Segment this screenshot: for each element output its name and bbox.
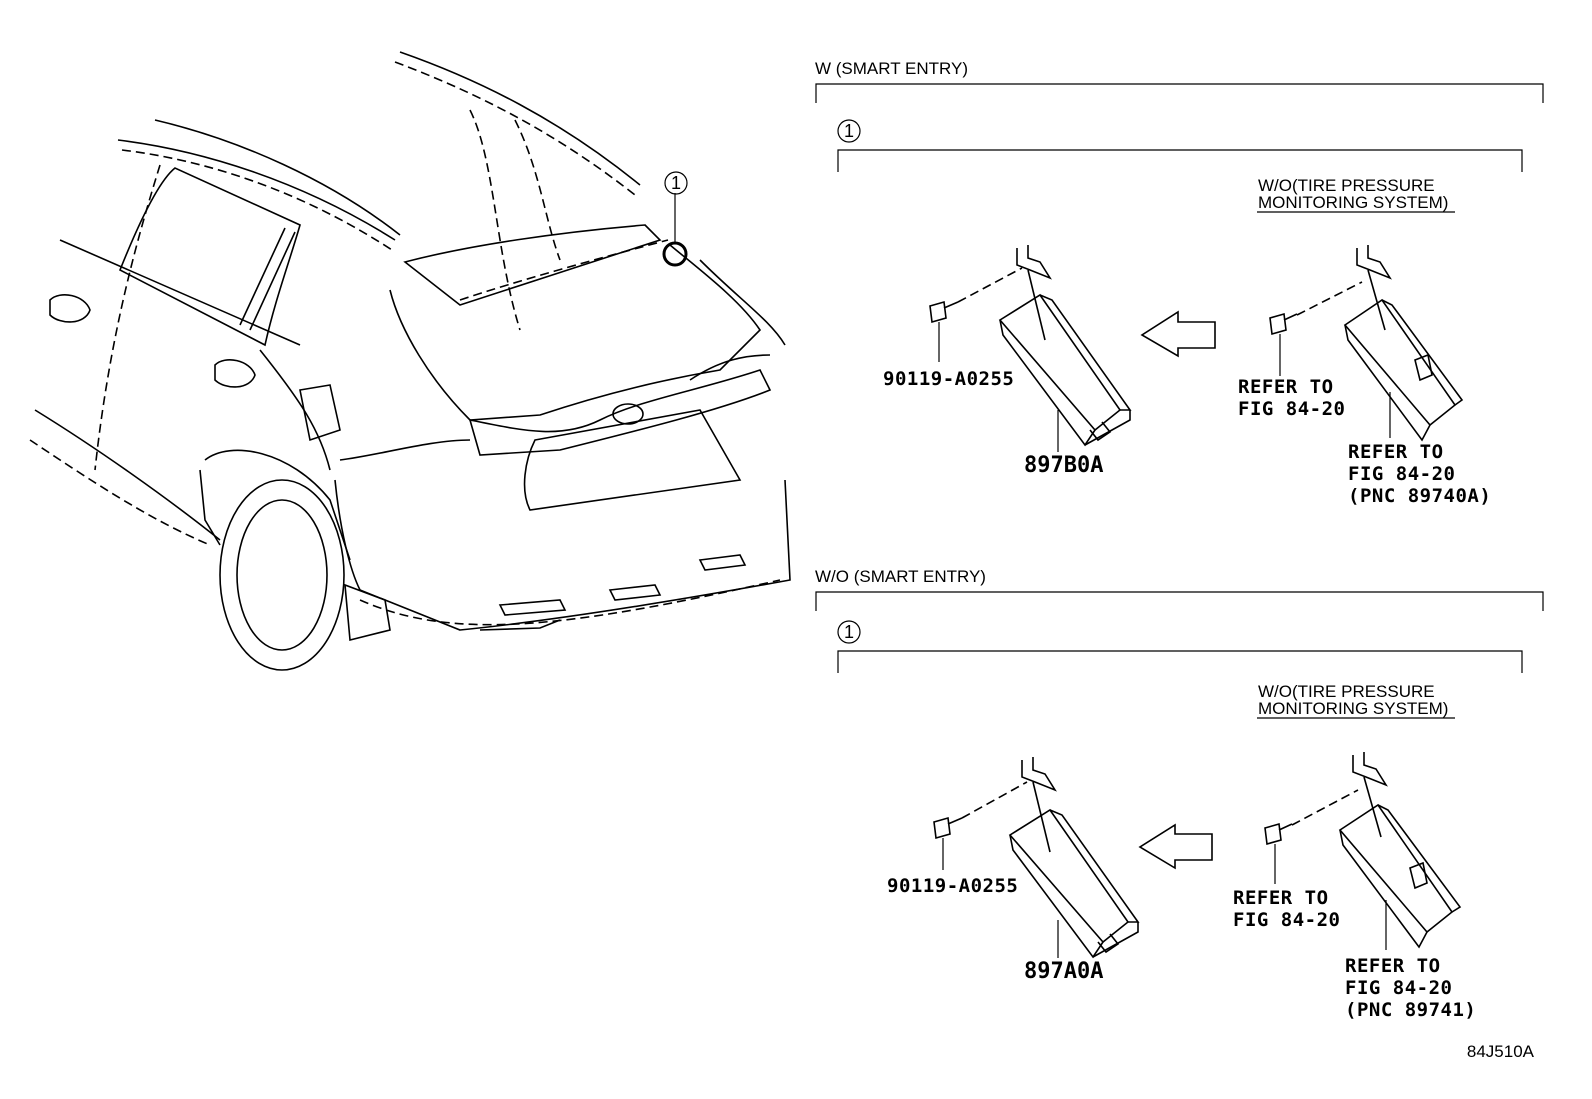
ref-a-line-1: REFER TO: [1233, 887, 1329, 909]
alternate-bolt: [1269, 312, 1298, 336]
main-part-number: 897A0A: [1024, 959, 1103, 984]
bolt-part-number: 90119-A0255: [883, 368, 1014, 390]
ref-a-line-2: FIG 84-20: [1238, 398, 1345, 420]
ref-b-line-2: FIG 84-20: [1348, 463, 1455, 485]
ref-a-line-1: REFER TO: [1238, 376, 1334, 398]
receiver-unit: [998, 245, 1132, 447]
callout-circle: [837, 620, 861, 644]
alternate-bolt: [1264, 822, 1293, 846]
vehicle-callout-circle: [664, 171, 688, 195]
callout-number: 1: [844, 121, 854, 141]
bolt: [929, 300, 959, 324]
callout-circle: [837, 119, 861, 143]
replacement-arrow-icon: [1138, 823, 1213, 870]
note-line-2: MONITORING SYSTEM): [1258, 699, 1448, 718]
vehicle-callout-number: 1: [671, 173, 681, 193]
bolt-part-number: 90119-A0255: [887, 875, 1018, 897]
section-label: W (SMART ENTRY): [815, 59, 968, 78]
ref-b-line-3: (PNC 89741): [1345, 999, 1476, 1021]
alternate-receiver-unit: [1343, 245, 1464, 442]
bolt: [933, 816, 963, 840]
note-line-2: MONITORING SYSTEM): [1258, 193, 1448, 212]
note-line-1: W/O(TIRE PRESSURE: [1258, 176, 1435, 195]
main-part-number: 897B0A: [1024, 453, 1103, 478]
receiver-unit: [1008, 757, 1140, 959]
ref-a-line-2: FIG 84-20: [1233, 909, 1340, 931]
ref-b-line-3: (PNC 89740A): [1348, 485, 1491, 507]
replacement-arrow-icon: [1140, 310, 1216, 358]
alternate-receiver-unit: [1338, 752, 1462, 949]
figure-code: 84J510A: [1467, 1042, 1535, 1061]
note-line-1: W/O(TIRE PRESSURE: [1258, 682, 1435, 701]
vehicle-illustration: 1: [29, 51, 791, 671]
section-smart-entry: W (SMART ENTRY) 1 W/O(TIRE PRESSURE MONI…: [815, 59, 1544, 507]
ref-b-line-1: REFER TO: [1348, 441, 1444, 463]
section-label: W/O (SMART ENTRY): [815, 567, 986, 586]
section-without-smart-entry: W/O (SMART ENTRY) 1 W/O(TIRE PRESSURE MO…: [815, 567, 1544, 1021]
ref-b-line-1: REFER TO: [1345, 955, 1441, 977]
sensor-location-marker: [662, 241, 688, 267]
ref-b-line-2: FIG 84-20: [1345, 977, 1452, 999]
callout-number: 1: [844, 622, 854, 642]
